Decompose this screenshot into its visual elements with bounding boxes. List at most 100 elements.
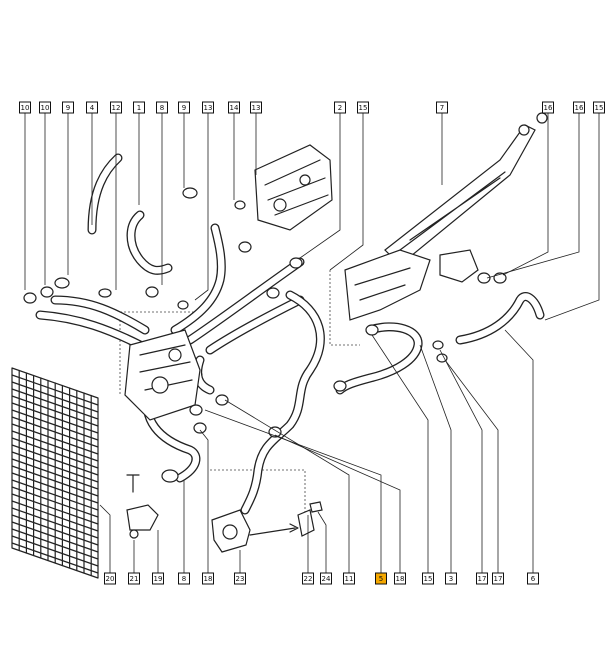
callout-number: 16 [575,104,584,112]
callout-bottom-3: 3 [419,344,457,585]
callout-top-9: 9 [62,101,74,275]
callout-bottom-21: 21 [128,540,140,585]
callout-number: 2 [338,104,342,112]
callout-top-15: 15 [329,101,369,271]
callout-bottom-23: 23 [234,550,246,585]
callout-number: 18 [396,575,405,583]
callout-number: 23 [236,575,245,583]
callout-bottom-20: 20 [99,504,116,585]
callout-top-8: 8 [156,101,168,285]
callout-number: 13 [252,104,261,112]
callout-box [62,101,74,114]
callout-top-16: 16 [502,101,554,276]
leader-line [439,349,483,573]
callout-number: 11 [345,575,354,583]
callout-box [527,572,539,585]
callout-box [302,572,314,585]
callout-box [593,101,605,114]
clamps [23,112,548,483]
callout-number: 14 [230,104,239,112]
callout-number: 10 [41,104,50,112]
callout-bottom-17: 17 [444,359,504,585]
callout-box [228,101,240,114]
callout-number: 15 [424,575,433,583]
callout-top-4: 4 [86,101,98,225]
callout-number: 13 [204,104,213,112]
callout-box [234,572,246,585]
callout-number: 16 [544,104,553,112]
callout-number: 8 [182,575,186,583]
callout-box [542,101,554,114]
callout-bottom-15: 15 [371,334,434,585]
bolts [126,474,323,539]
callout-top-2: 2 [299,101,346,259]
assembly-outline [119,270,360,535]
callout-number: 19 [154,575,163,583]
callout-number: 8 [160,104,164,112]
callout-bottom-22: 22 [302,515,314,585]
leader-line [419,344,452,573]
callout-top-7: 7 [436,101,448,185]
callout-box [152,572,164,585]
callout-bottom-19: 19 [152,530,164,585]
leader-line [444,359,499,573]
callout-box-highlighted [375,572,387,585]
callout-box [19,101,31,114]
leader-line [329,113,364,271]
callout-number: 21 [130,575,139,583]
callout-bottom-18: 18 [274,434,406,585]
callout-box [476,572,488,585]
callout-box [178,572,190,585]
callout-box [445,572,457,585]
callout-box [436,101,448,114]
manifold [124,329,201,421]
callout-number: 15 [595,104,604,112]
leader-line [317,511,327,573]
callout-number: 17 [494,575,503,583]
callout-number: 7 [440,104,444,112]
callout-box [156,101,168,114]
callout-top-9: 9 [178,101,190,188]
leader-line [199,429,209,573]
callout-number: 17 [478,575,487,583]
callout-top-10: 10 [39,101,51,285]
thermostat-housing [254,144,333,231]
callout-number: 12 [112,104,121,112]
leader-line [486,113,580,279]
callout-bottom-11: 11 [224,399,355,585]
leader-line [371,334,429,573]
callout-top-14: 14 [228,101,240,200]
callout-box [394,572,406,585]
callout-top-13: 13 [250,101,262,175]
callout-box [573,101,585,114]
callout-box [250,101,262,114]
callout-top-1: 1 [133,101,145,205]
callout-bottom-8: 8 [178,480,190,585]
callout-number: 1 [137,104,141,112]
callout-bottom-17: 17 [439,349,488,585]
leader-line [299,113,341,259]
leader-line [544,113,600,321]
radiator [11,367,99,579]
callout-bottom-6: 6 [504,329,539,585]
hose-group [35,153,545,515]
callout-box [334,101,346,114]
callout-box [343,572,355,585]
callout-bottom-18: 18 [199,429,214,585]
bracket-7 [344,124,536,321]
callout-box [178,101,190,114]
callout-top-15: 15 [544,101,605,321]
leader-line [274,434,401,573]
callout-box [86,101,98,114]
leader-line [99,504,111,573]
callout-number: 20 [106,575,115,583]
callout-box [422,572,434,585]
leader-line [504,329,534,573]
callout-number: 15 [359,104,368,112]
callout-number: 18 [204,575,213,583]
callout-box [110,101,122,114]
callout-number: 3 [449,575,453,583]
pump-23 [211,509,315,553]
